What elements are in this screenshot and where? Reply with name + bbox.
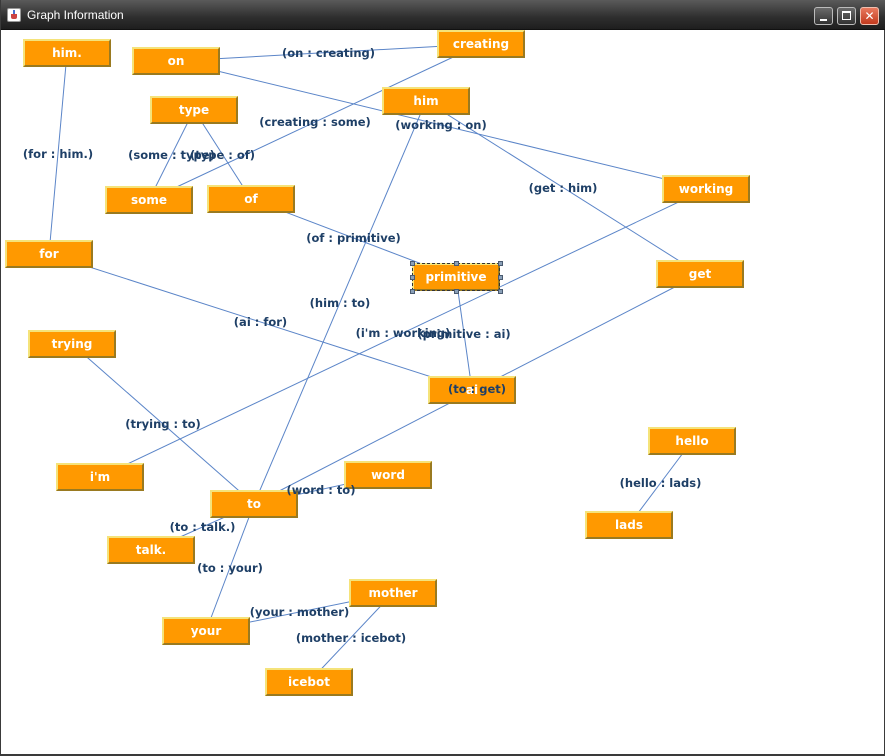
edge-label-i-m-working: (i'm : working) [355,326,451,340]
edge-label-to-get: (to : get) [447,382,507,396]
edge-label-to-your: (to : your) [197,560,263,575]
node-some[interactable]: some [105,186,193,214]
node-type[interactable]: type [150,96,238,124]
node-ai[interactable]: ai [428,376,516,404]
resize-handle[interactable] [453,260,459,266]
edge-label-primitive-ai: (primitive : ai) [417,326,511,341]
close-button[interactable]: ✕ [860,7,879,25]
edge-creating-some[interactable] [148,43,482,201]
node-get[interactable]: get [656,260,744,288]
resize-handle[interactable] [497,260,503,266]
edge-ai-for[interactable] [48,253,473,391]
node-talk[interactable]: talk. [107,536,195,564]
edge-label-word-to: (word : to) [286,482,356,497]
edge-label-mother-icebot: (mother : icebot) [295,630,407,645]
edge-label-your-mother: (your : mother) [249,605,350,619]
node-to[interactable]: to [210,490,298,518]
edge-label-trying-to: (trying : to) [125,417,201,431]
node-lads[interactable]: lads [585,511,673,539]
edge-label-creating-some: (creating : some) [259,115,371,129]
title-bar[interactable]: Graph Information ✕ [1,0,885,30]
edge-type-of[interactable] [193,109,252,200]
maximize-button[interactable] [837,7,856,25]
edge-label-for-him: (for : him.) [22,146,94,161]
edge-label-hello-lads: (hello : lads) [619,476,702,490]
node-for[interactable]: for [5,240,93,268]
edge-label-type-of: (type : of) [189,147,256,162]
edge-primitive-ai[interactable] [455,276,473,391]
resize-handle[interactable] [497,288,503,294]
edge-working-on[interactable] [175,60,707,190]
edge-label-on-creating: (on : creating) [281,45,376,60]
edge-get-him[interactable] [425,100,701,275]
node-word[interactable]: word [344,461,432,489]
resize-handle[interactable] [409,274,415,280]
edge-to-your[interactable] [205,503,255,632]
node-trying[interactable]: trying [28,330,116,358]
node-your[interactable]: your [162,617,250,645]
node-primitive[interactable]: primitive [412,263,500,291]
edge-label-some-type: (some : type) [128,148,215,162]
node-of[interactable]: of [207,185,295,213]
node-on[interactable]: on [132,47,220,75]
node-icebot[interactable]: icebot [265,668,353,696]
node-i-m[interactable]: i'm [56,463,144,491]
node-him[interactable]: him. [23,39,111,67]
close-icon: ✕ [864,9,875,23]
edge-on-creating[interactable] [175,43,482,62]
resize-handle[interactable] [453,288,459,294]
edge-label-to-talk: (to : talk.) [169,520,236,534]
edge-label-working-on: (working : on) [395,118,487,132]
java-cup-icon [7,8,21,22]
edge-some-type[interactable] [148,109,195,201]
resize-handle[interactable] [497,274,503,280]
resize-handle[interactable] [409,260,415,266]
edge-him-to[interactable] [253,100,427,505]
node-mother[interactable]: mother [349,579,437,607]
edge-i-m-working[interactable] [99,188,707,478]
edge-trying-to[interactable] [71,343,255,505]
edge-mother-icebot[interactable] [308,592,394,683]
edge-label-him-to: (him : to) [309,295,371,310]
edge-label-ai-for: (ai : for) [233,315,288,329]
edge-label-of-primitive: (of : primitive) [306,231,401,245]
maximize-icon [842,11,851,20]
window-title: Graph Information [27,8,124,22]
node-working[interactable]: working [662,175,750,203]
resize-handle[interactable] [409,288,415,294]
node-creating[interactable]: creating [437,30,525,58]
edge-for-him[interactable] [48,52,68,255]
minimize-icon [820,19,827,21]
node-hello[interactable]: hello [648,427,736,455]
node-him[interactable]: him [382,87,470,115]
edge-label-get-him: (get : him) [528,180,598,195]
minimize-button[interactable] [814,7,833,25]
